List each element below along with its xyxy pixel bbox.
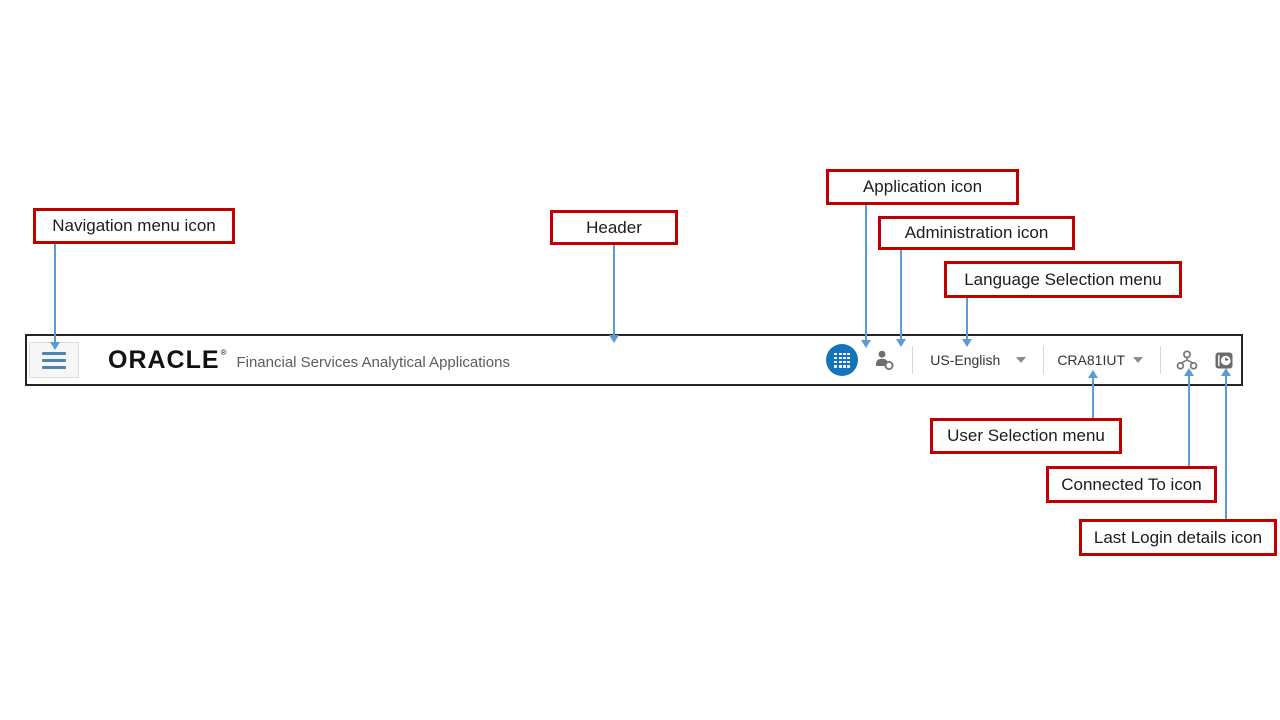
chevron-down-icon[interactable] [1016,357,1027,363]
arrow-head-language [962,339,972,347]
oracle-logo-text: ORACLE [108,345,220,374]
arrow-line-navigation [54,244,56,342]
callout-label: User Selection menu [947,426,1105,445]
divider [1160,346,1161,374]
divider [912,346,914,374]
arrow-head-navigation [50,342,60,350]
callout-language-selection: Language Selection menu [944,261,1182,298]
arrow-head-user [1088,370,1098,378]
callout-label: Connected To icon [1061,474,1202,494]
arrow-head-last-login [1221,368,1231,376]
callout-application-icon: Application icon [826,169,1019,205]
arrow-head-header [609,335,619,343]
callout-header: Header [550,210,678,245]
person-gear-icon [876,350,894,370]
user-selector[interactable]: CRA81IUT [1057,352,1125,368]
callout-administration-icon: Administration icon [878,216,1075,250]
application-icon[interactable] [826,344,859,376]
grid-icon [834,352,851,368]
arrow-line-administration [900,250,902,339]
hamburger-icon [42,351,66,369]
callout-user-selection: User Selection menu [930,418,1122,454]
arrow-line-header [613,245,615,335]
callout-navigation-menu: Navigation menu icon [33,208,235,244]
arrow-head-administration [896,339,906,347]
callout-label: Last Login details icon [1093,527,1263,547]
callout-label: Language Selection menu [964,269,1162,289]
arrow-line-language [966,298,968,339]
app-title: Financial Services Analytical Applicatio… [236,353,510,371]
arrow-line-last-login [1225,376,1227,519]
registered-trademark: ® [220,347,228,357]
arrow-head-application [861,340,871,348]
clock-badge-icon [1215,352,1233,368]
divider [1043,346,1045,374]
callout-label: Administration icon [904,223,1049,242]
arrow-head-connected [1184,368,1194,376]
chevron-down-icon[interactable] [1133,357,1143,363]
callout-connected-to: Connected To icon [1046,466,1217,503]
callout-label: Application icon [862,177,983,196]
last-login-icon[interactable] [1215,352,1233,369]
arrow-line-connected [1188,376,1190,466]
oracle-logo: ORACLE® [108,345,228,374]
administration-icon[interactable] [874,349,895,371]
arrow-line-application [865,205,867,340]
arrow-line-user [1092,378,1094,418]
callout-label: Navigation menu icon [52,216,216,235]
callout-label: Header [586,217,642,237]
app-header-bar: ORACLE® Financial Services Analytical Ap… [25,334,1243,386]
language-selector[interactable]: US-English [930,352,1001,368]
callout-last-login: Last Login details icon [1079,519,1277,556]
